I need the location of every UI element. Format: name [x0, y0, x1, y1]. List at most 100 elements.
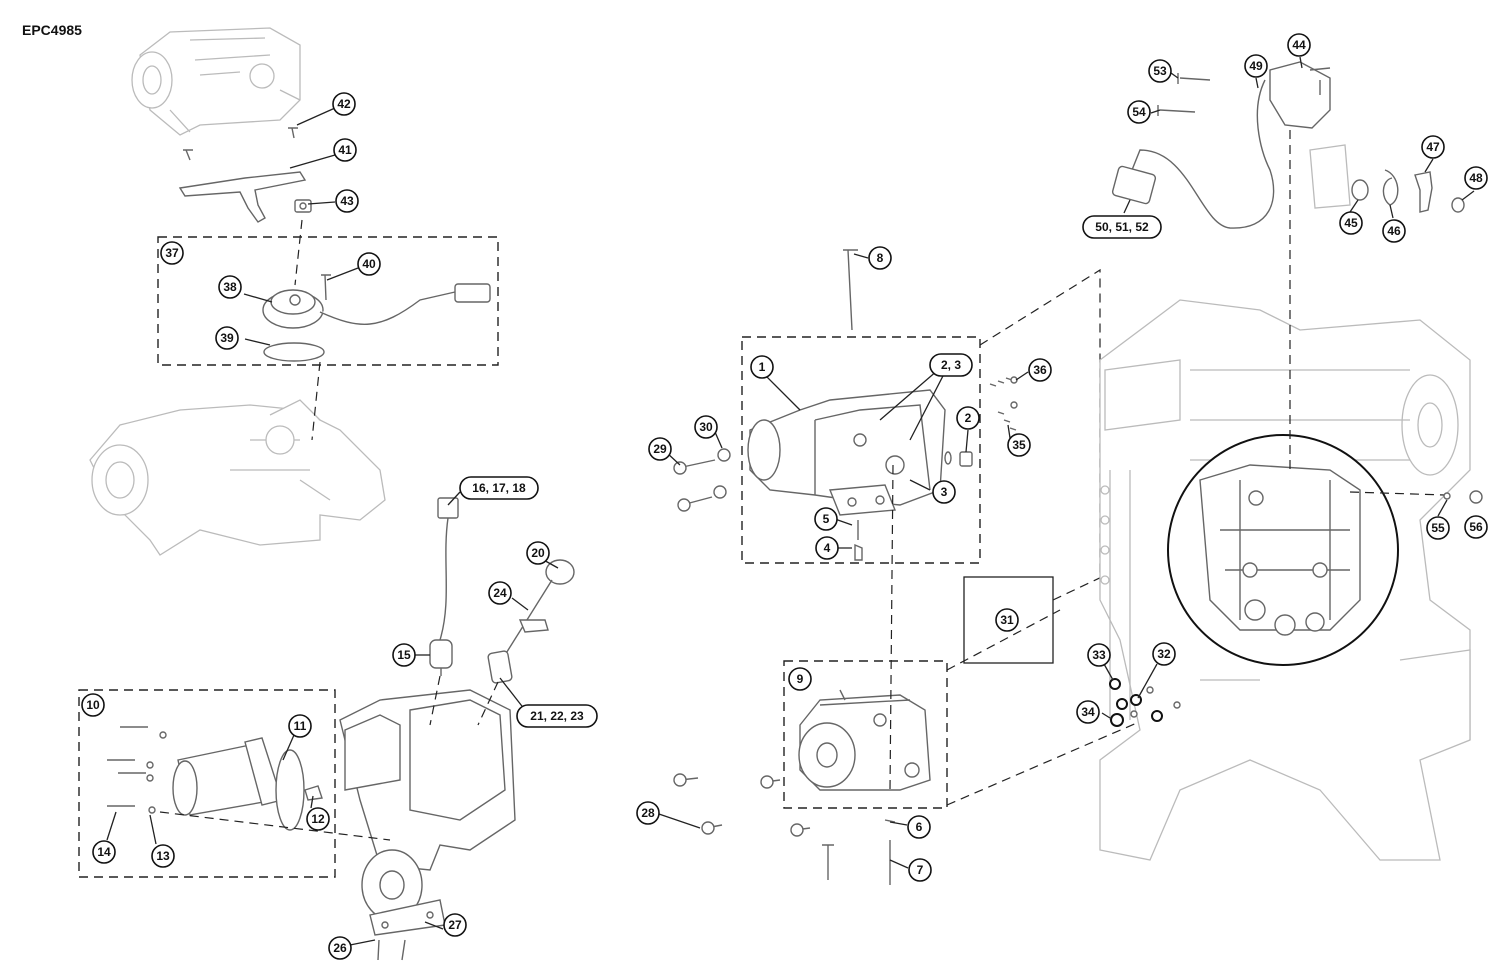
axle-housing-top — [131, 27, 301, 136]
callout-group-38: 38 — [218, 275, 242, 299]
callout-35: 35 — [1012, 438, 1026, 452]
dashed-connectors-left — [159, 219, 499, 841]
callout-group-27: 27 — [443, 913, 467, 937]
callout-group-31: 31 — [995, 608, 1019, 632]
callout-group-2: 2 — [956, 406, 980, 430]
speed-sensor-cable — [429, 497, 459, 676]
callout-55: 55 — [1431, 521, 1445, 535]
callout-37: 37 — [165, 246, 179, 260]
callout-50-51-52: 50, 51, 52 — [1095, 220, 1149, 234]
callout-5: 5 — [823, 512, 830, 526]
callout-34: 34 — [1081, 705, 1095, 719]
callout-group-56: 56 — [1464, 515, 1488, 539]
callout-32: 32 — [1157, 647, 1171, 661]
callout-group-15: 15 — [392, 643, 416, 667]
callout-26: 26 — [333, 941, 347, 955]
callout-16-17-18: 16, 17, 18 — [472, 481, 526, 495]
callout-group-40: 40 — [357, 252, 381, 276]
diagram-id: EPC4985 — [22, 22, 82, 38]
callout-14: 14 — [97, 845, 111, 859]
callout-53: 53 — [1153, 64, 1167, 78]
hydraulic-unit-left — [339, 689, 516, 961]
callout-13: 13 — [156, 849, 170, 863]
callout-group-3: 3 — [932, 480, 956, 504]
callout-group-7: 7 — [908, 858, 932, 882]
callout-30: 30 — [699, 420, 713, 434]
callout-42: 42 — [337, 97, 351, 111]
leader-55-56 — [1349, 491, 1446, 496]
axle-housing-middle — [89, 399, 386, 556]
kit-box-10 — [78, 689, 336, 878]
callout-41: 41 — [338, 143, 352, 157]
callout-45: 45 — [1344, 216, 1358, 230]
callout-3: 3 — [941, 485, 948, 499]
leader-9b — [946, 609, 1061, 671]
callout-44: 44 — [1292, 38, 1306, 52]
callout-36: 36 — [1033, 363, 1047, 377]
callout-56: 56 — [1469, 520, 1483, 534]
callout-43: 43 — [340, 194, 354, 208]
callout-31: 31 — [1000, 613, 1014, 627]
callout-group-54: 54 — [1127, 100, 1151, 124]
callout-2-3: 2, 3 — [941, 358, 961, 372]
callout-group-53: 53 — [1148, 59, 1172, 83]
sensor-harness-right — [487, 559, 575, 684]
modulator-in-frame — [1199, 464, 1361, 636]
callout-group-14: 14 — [92, 840, 116, 864]
callout-24: 24 — [493, 586, 507, 600]
abs-modulator-9 — [798, 689, 931, 791]
callout-11: 11 — [294, 719, 307, 733]
small-bolts-35-36 — [989, 376, 1018, 431]
callout-group-13: 13 — [151, 844, 175, 868]
callout-6: 6 — [916, 820, 923, 834]
abs-modulator-1 — [747, 389, 973, 561]
callout-group-48: 48 — [1464, 166, 1488, 190]
callout-group-49: 49 — [1244, 54, 1268, 78]
callout-47: 47 — [1426, 140, 1440, 154]
leader-31 — [1052, 539, 1181, 601]
leader-top-right — [979, 268, 1101, 580]
callout-group-39: 39 — [215, 326, 239, 350]
callout-group-24: 24 — [488, 581, 512, 605]
callout-group-35: 35 — [1007, 433, 1031, 457]
height-sensor-assembly — [1111, 61, 1331, 229]
callout-group-21-22-23: 21, 22, 23 — [516, 704, 598, 728]
callout-15: 15 — [397, 648, 411, 662]
callout-group-16-17-18: 16, 17, 18 — [459, 476, 539, 500]
motor-assembly-10 — [107, 726, 323, 831]
linkage-45-48 — [1309, 144, 1465, 213]
o-ring — [263, 342, 325, 362]
bolts-28 — [673, 773, 896, 885]
nut — [294, 199, 312, 213]
callout-1: 1 — [759, 360, 766, 374]
callout-group-5: 5 — [814, 507, 838, 531]
callout-10: 10 — [86, 698, 100, 712]
callout-group-41: 41 — [333, 138, 357, 162]
callout-group-29: 29 — [648, 437, 672, 461]
kit-box-37 — [157, 236, 499, 366]
callout-group-43: 43 — [335, 189, 359, 213]
callout-28: 28 — [641, 806, 655, 820]
callout-20: 20 — [531, 546, 545, 560]
callout-group-12: 12 — [306, 807, 330, 831]
callout-40: 40 — [362, 257, 376, 271]
callout-group-45: 45 — [1339, 211, 1363, 235]
callout-48: 48 — [1469, 171, 1483, 185]
long-bolt — [843, 249, 858, 331]
leader-center — [889, 464, 894, 791]
callout-8: 8 — [877, 251, 884, 265]
position-sensor — [262, 274, 491, 329]
callout-29: 29 — [653, 442, 667, 456]
callout-4: 4 — [824, 541, 831, 555]
callout-49: 49 — [1249, 59, 1263, 73]
callout-46: 46 — [1387, 224, 1401, 238]
callout-group-37: 37 — [160, 241, 184, 265]
bolts-29-30 — [673, 448, 731, 512]
callout-group-47: 47 — [1421, 135, 1445, 159]
callout-group-11: 11 — [288, 714, 312, 738]
bracket — [178, 127, 307, 223]
callout-group-6: 6 — [907, 815, 931, 839]
callout-group-42: 42 — [332, 92, 356, 116]
nut-56 — [1443, 490, 1483, 504]
